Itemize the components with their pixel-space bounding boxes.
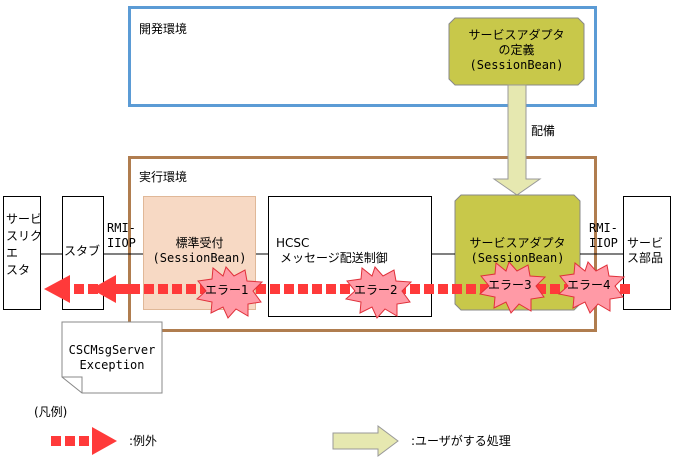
legend-user-arrow — [332, 425, 399, 457]
service-part-label: サービ ス部品 — [627, 236, 663, 266]
rmi-iiop-right-line1: RMI- — [589, 221, 618, 235]
service-requester-line4: スタ — [6, 263, 31, 277]
service-part-line1: サービ — [627, 236, 664, 250]
legend-title: (凡例) — [34, 405, 68, 419]
hcsc-label: HCSC メッセージ配送制御 — [276, 236, 388, 266]
service-adapter-line2: (SessionBean) — [470, 251, 565, 265]
deploy-arrow — [492, 84, 542, 196]
dev-env-frame — [128, 6, 597, 107]
legend-user-label: :ユーザがする処理 — [411, 434, 511, 448]
error-label-3: エラー3 — [488, 278, 532, 292]
adapter-definition-line2: の定義 — [498, 43, 535, 57]
error-star-4 — [557, 261, 626, 314]
legend-exception-arrow-head — [92, 427, 117, 455]
deploy-label: 配備 — [531, 124, 556, 138]
rmi-iiop-left-line1: RMI- — [107, 221, 136, 235]
error-label-2: エラー2 — [354, 283, 398, 297]
exception-arrow-head — [91, 275, 116, 303]
rmi-iiop-left-label: RMI- IIOP — [107, 221, 136, 251]
exception-arrow-head — [44, 275, 70, 303]
exception-document-line1: CSCMsgServer — [68, 343, 156, 357]
exception-document-shape — [61, 321, 163, 394]
adapter-definition-label: サービスアダプタ の定義 (SessionBean) — [449, 28, 584, 73]
rmi-iiop-right-line2: IIOP — [589, 236, 618, 250]
adapter-definition-line1: サービスアダプタ — [468, 28, 565, 42]
stub-label: スタブ — [64, 244, 101, 258]
legend-exception-label: :例外 — [129, 434, 158, 448]
hcsc-line1: HCSC — [276, 236, 310, 250]
error-star-2 — [344, 266, 413, 319]
error-label-1: エラー1 — [205, 283, 249, 297]
standard-reception-line2: (SessionBean) — [152, 251, 247, 265]
service-adapter-label: サービスアダプタ (SessionBean) — [455, 236, 580, 266]
adapter-definition-line3: (SessionBean) — [469, 58, 564, 72]
error-star-3 — [478, 261, 547, 314]
error-label-4: エラー4 — [567, 278, 611, 292]
standard-reception-line1: 標準受付 — [175, 236, 224, 250]
exception-document-fold — [62, 376, 83, 393]
service-adapter-line1: サービスアダプタ — [469, 236, 566, 250]
exec-env-frame — [128, 156, 597, 332]
exec-env-title: 実行環境 — [139, 170, 188, 184]
rmi-iiop-right-label: RMI- IIOP — [589, 221, 618, 251]
exception-document-line2: Exception — [79, 358, 145, 372]
service-part-box — [623, 196, 671, 310]
standard-reception-label: 標準受付 (SessionBean) — [143, 236, 256, 266]
service-requester-line2: スリク — [6, 229, 43, 243]
error-star-1 — [195, 266, 264, 319]
rmi-iiop-left-line2: IIOP — [107, 236, 136, 250]
exception-document-label: CSCMsgServer Exception — [62, 343, 162, 373]
service-requester-label: サービ スリク エ スタ — [6, 211, 42, 279]
service-part-line2: ス部品 — [627, 251, 664, 265]
adapter-definition-shape — [448, 17, 585, 86]
dev-env-title: 開発環境 — [139, 22, 188, 36]
service-requester-box — [3, 196, 41, 310]
hcsc-line2: メッセージ配送制御 — [280, 251, 388, 265]
service-requester-line1: サービ — [6, 212, 43, 226]
service-requester-line3: エ — [6, 246, 19, 260]
